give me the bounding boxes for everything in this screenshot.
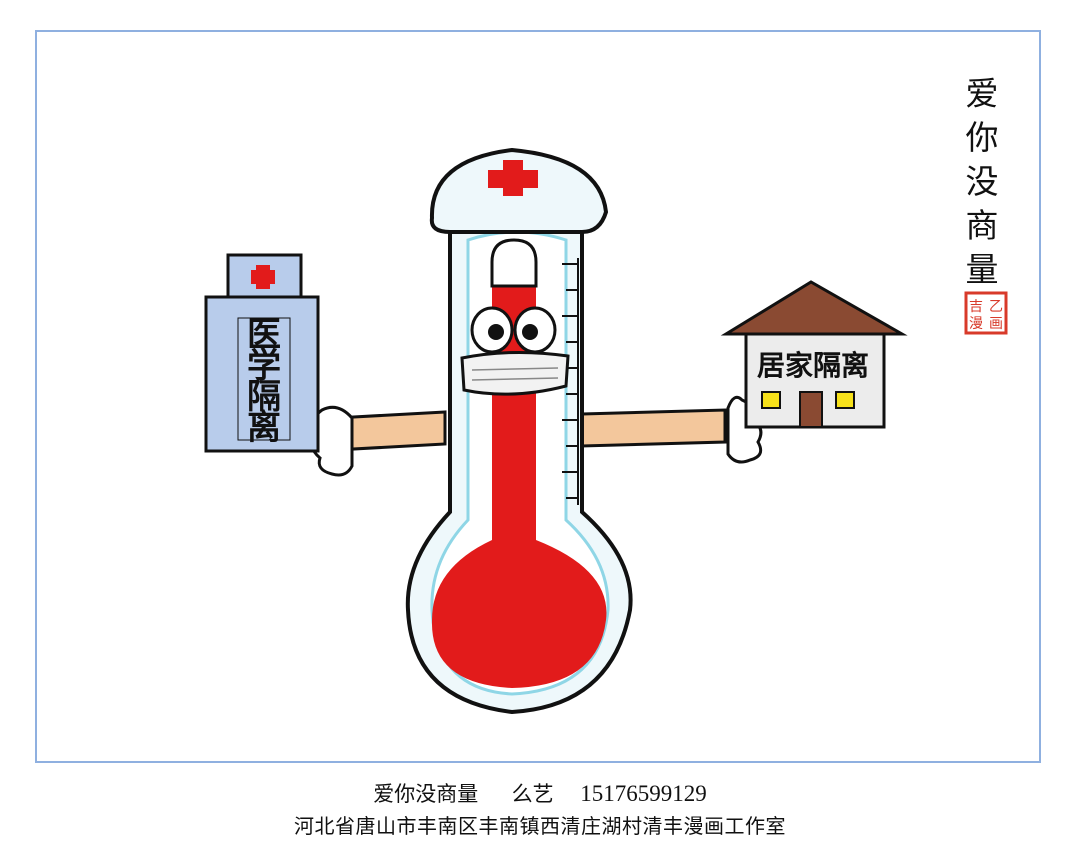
seal-char: 乙	[989, 299, 1003, 315]
footer-address: 河北省唐山市丰南区丰南镇西清庄湖村清丰漫画工作室	[294, 814, 786, 838]
right-arm	[580, 395, 763, 464]
title-char: 量	[965, 250, 999, 289]
left-arm	[310, 405, 447, 477]
seal-char: 吉	[969, 299, 983, 315]
box-label-char: 医	[247, 315, 281, 355]
footer-author: 么艺	[511, 782, 554, 806]
footer-phone: 15176599129	[580, 781, 707, 806]
seal-char: 画	[989, 316, 1003, 332]
title-char: 你	[965, 118, 999, 157]
thermometer	[405, 147, 633, 715]
vertical-title: 爱 你 没 商 量	[952, 72, 1012, 292]
footer-credit: 爱你没商量 么艺 15176599129	[0, 778, 1080, 808]
box-label-char: 隔	[247, 377, 281, 417]
house	[720, 280, 908, 429]
seal-stamp: 吉 乙 漫 画	[964, 291, 1008, 335]
house-label: 居家隔离	[757, 349, 869, 382]
seal-char: 漫	[969, 316, 983, 332]
title-char: 爱	[965, 74, 999, 113]
title-char: 没	[965, 162, 999, 201]
title-char: 商	[965, 206, 999, 245]
box-label-char: 离	[247, 408, 281, 448]
footer-title: 爱你没商量	[373, 782, 479, 806]
box-label-char: 学	[247, 346, 281, 386]
medical-box	[204, 253, 320, 453]
box-label: 医 学 隔 离	[247, 315, 281, 448]
